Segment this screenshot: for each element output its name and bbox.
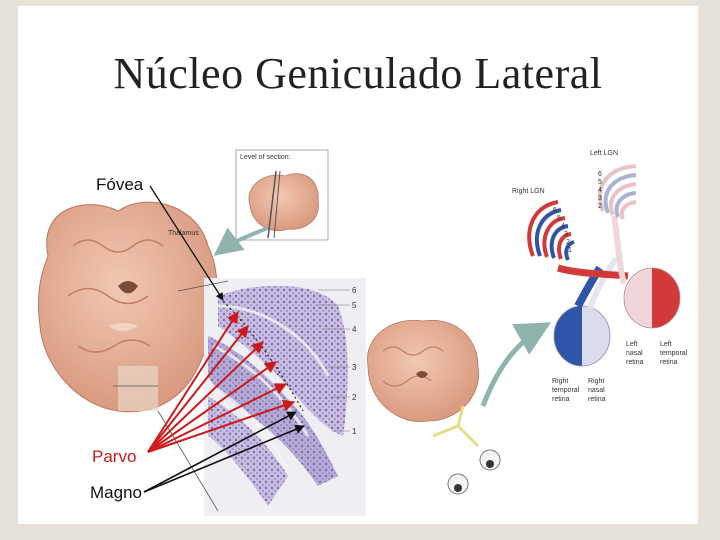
fovea-arrow (149, 185, 224, 301)
thalamus-label: Thalamus (168, 230, 199, 237)
layer-number: 3 (598, 195, 602, 202)
right-retina (553, 305, 611, 367)
left-lgn (597, 164, 637, 220)
svg-text:retina: retina (588, 396, 606, 403)
svg-text:nasal: nasal (626, 350, 643, 357)
svg-text:retina: retina (626, 359, 644, 366)
slide-title: Núcleo Geniculado Lateral (113, 49, 603, 98)
fovea-label: Fóvea (96, 175, 144, 194)
magno-label: Magno (90, 483, 142, 502)
parvo-label: Parvo (92, 447, 136, 466)
level-of-section-label: Level of section: (240, 154, 291, 161)
parvo-arrows (147, 310, 296, 453)
right-lgn (527, 200, 575, 261)
left-temporal-retina-label: Left temporal retina (660, 341, 688, 366)
layer-number: 3 (564, 231, 568, 238)
layer-number: 6 (553, 207, 557, 214)
visual-pathway-diagram: 6 5 4 3 2 1 6 5 4 3 2 Right LGN Left LGN… (367, 150, 688, 495)
slide: Núcleo Geniculado Lateral (18, 6, 698, 524)
left-lgn-layer-numbers: 6 5 4 3 2 (598, 171, 602, 210)
right-lgn-label: Right LGN (512, 188, 545, 195)
svg-text:retina: retina (660, 359, 678, 366)
layer-number: 1 (352, 427, 357, 436)
lgn-histology-panel (204, 278, 366, 516)
layer-number: 1 (568, 247, 572, 254)
layer-number: 4 (598, 187, 602, 194)
right-temporal-retina-label: Right temporal retina (552, 378, 580, 403)
layer-number: 6 (352, 286, 357, 295)
right-nasal-retina-label: Right nasal retina (588, 378, 606, 403)
layer-number: 5 (352, 301, 357, 310)
svg-text:Right: Right (552, 378, 568, 385)
layer-number: 4 (352, 325, 357, 334)
svg-text:Right: Right (588, 378, 604, 385)
left-retina (623, 267, 681, 329)
layer-number: 2 (598, 203, 602, 210)
left-nasal-retina-label: Left nasal retina (626, 341, 644, 366)
lgn-diagram: Level of section: Thalamus 6 (37, 149, 688, 516)
svg-text:nasal: nasal (588, 387, 605, 394)
svg-text:retina: retina (552, 396, 570, 403)
svg-text:temporal: temporal (552, 387, 580, 394)
layer-number: 6 (598, 171, 602, 178)
left-lgn-label: Left LGN (590, 150, 618, 157)
layer-number: 3 (352, 363, 357, 372)
layer-number: 2 (352, 393, 357, 402)
layer-number: 5 (598, 179, 602, 186)
svg-text:Left: Left (660, 341, 672, 348)
layer-number: 5 (557, 215, 561, 222)
lgn-layer-numbers: 6 5 4 3 2 1 (352, 286, 357, 436)
layer-number: 4 (561, 223, 565, 230)
svg-text:temporal: temporal (660, 350, 688, 357)
layer-number: 2 (566, 239, 570, 246)
right-lgn-layer-numbers: 6 5 4 3 2 1 (553, 207, 572, 254)
level-of-section-inset: Level of section: (235, 149, 329, 241)
magno-arrows (143, 411, 305, 493)
svg-text:Left: Left (626, 341, 638, 348)
